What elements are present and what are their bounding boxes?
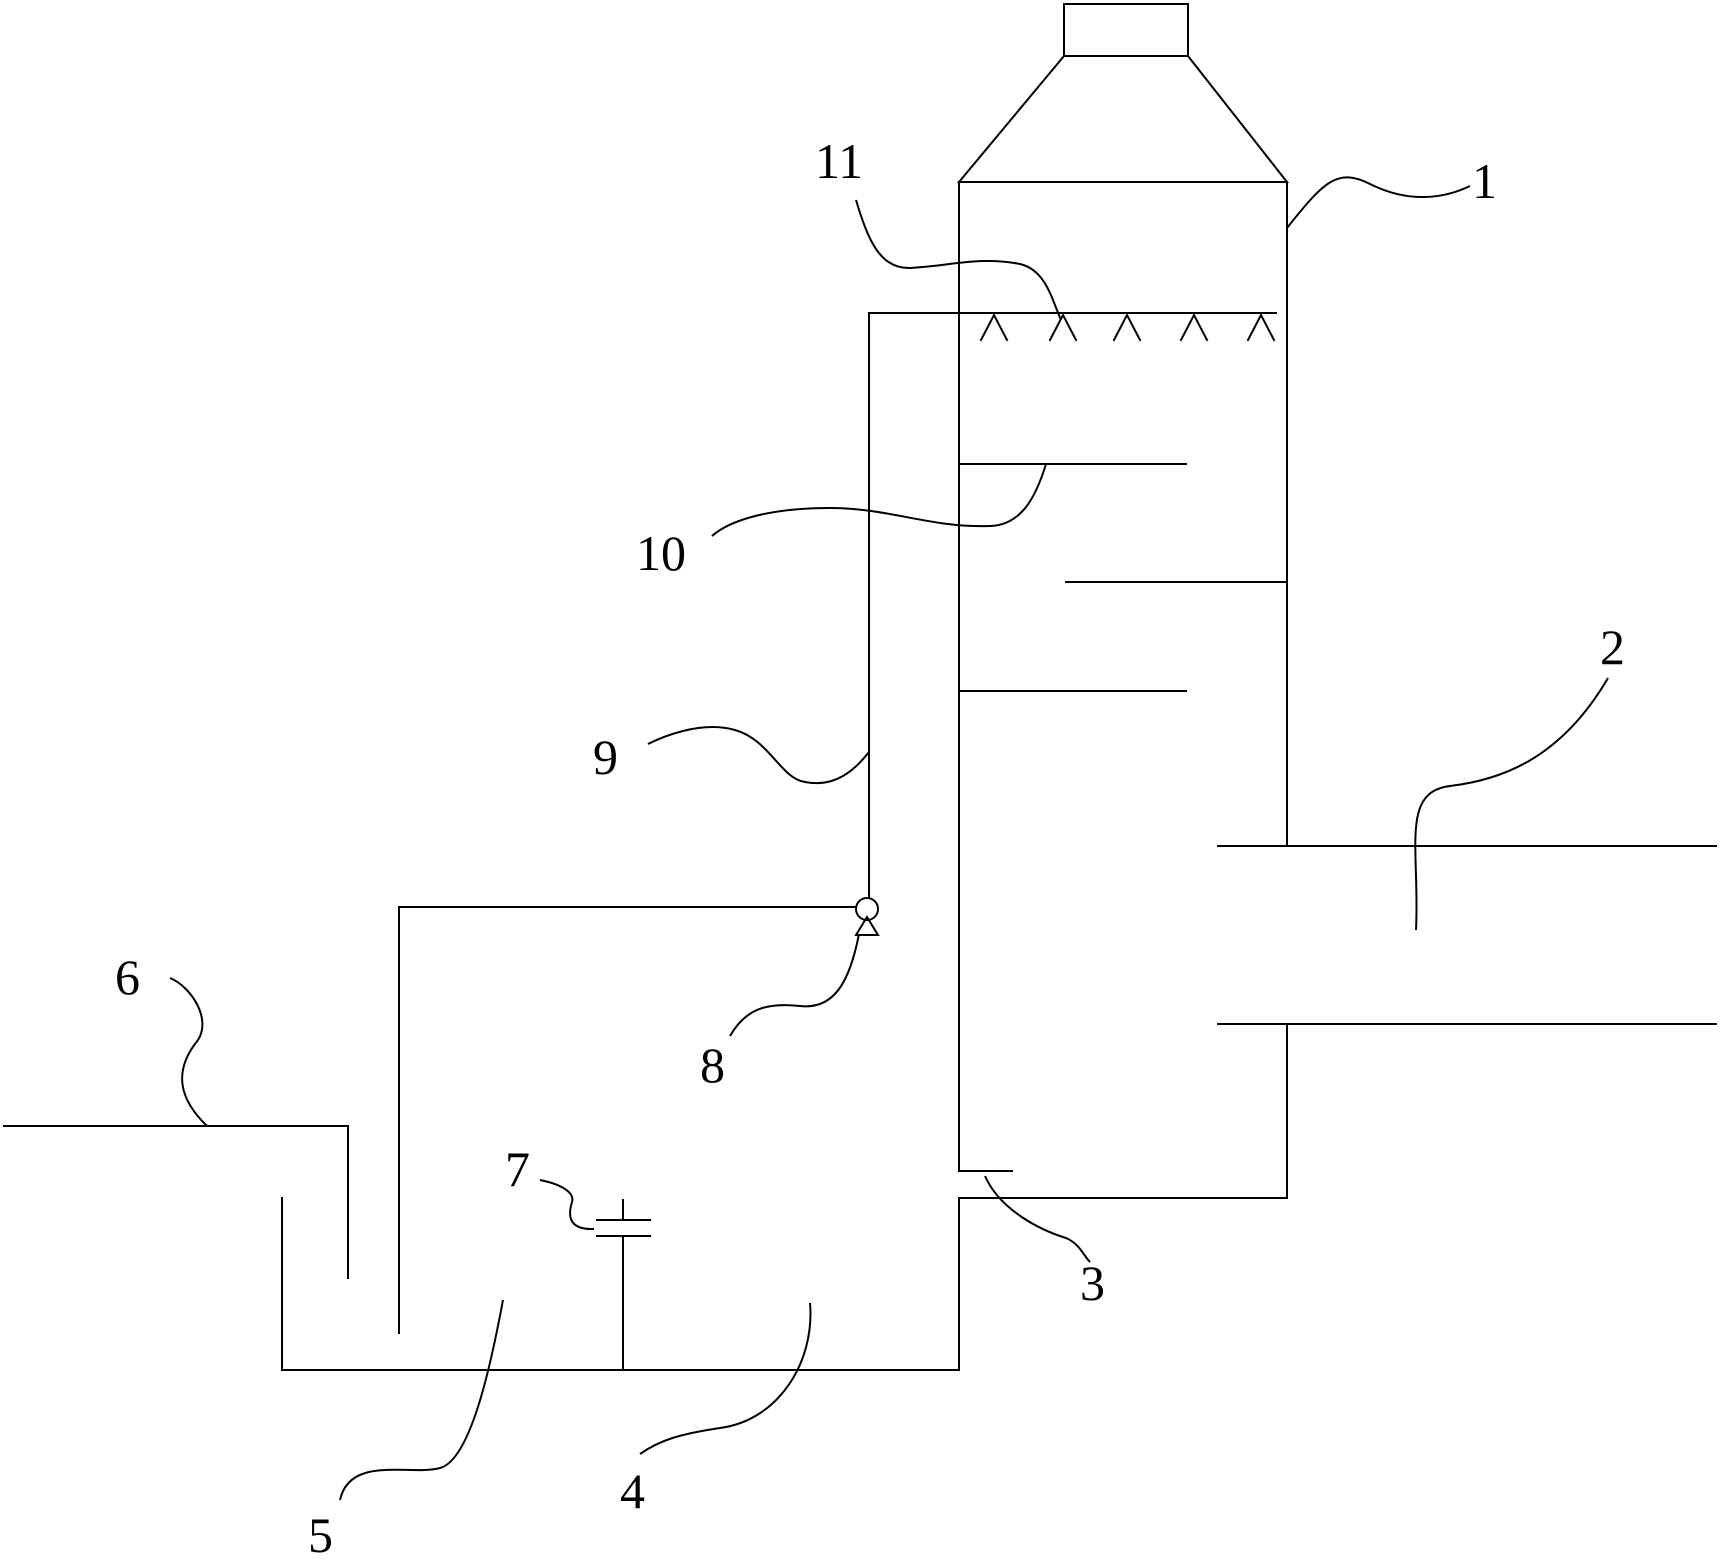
label-1: 1 [1472, 153, 1497, 209]
baffle-plates [958, 463, 1288, 692]
label-8: 8 [700, 1037, 725, 1093]
tank [281, 1125, 960, 1371]
pump-icon [854, 897, 880, 936]
spray-header [868, 312, 1277, 342]
label-9: 9 [593, 729, 618, 785]
label-6: 6 [115, 949, 140, 1005]
tower [956, 3, 1290, 1371]
label-2: 2 [1600, 619, 1625, 675]
label-10: 10 [636, 525, 686, 581]
leader-lines [169, 176, 1609, 1501]
label-4: 4 [620, 1463, 645, 1519]
label-11: 11 [815, 133, 863, 189]
label-7: 7 [505, 1141, 530, 1197]
valve-icon [596, 1199, 651, 1371]
part-labels: 1 2 3 4 5 6 7 8 9 10 11 [115, 133, 1625, 1560]
inlet-duct [1217, 845, 1717, 1025]
suction-pipe [398, 906, 857, 1334]
label-5: 5 [308, 1507, 333, 1560]
label-3: 3 [1080, 1255, 1105, 1311]
